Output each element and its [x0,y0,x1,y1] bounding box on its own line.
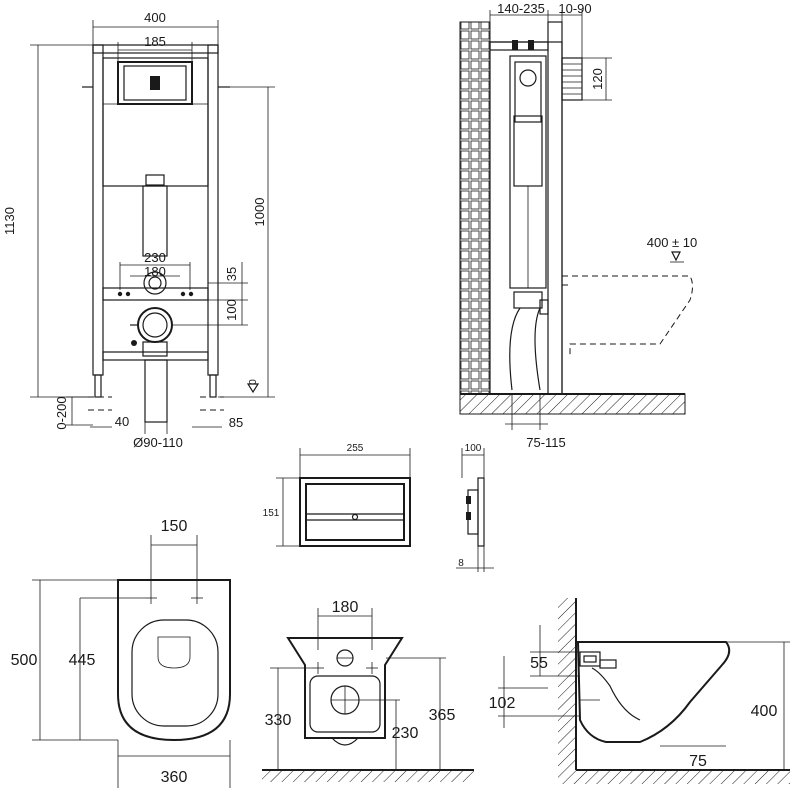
flush-plate-depth-label: 100 [465,443,482,454]
frame-front-bolt-inner-label: 180 [144,264,166,279]
frame-side-drain-offset-label: 75-115 [526,435,566,450]
bowl-front-bolt-spacing-label: 180 [332,599,359,616]
bowl-side-offset-75-label: 75 [689,753,707,770]
frame-front-floor-mark-label: 0 [248,379,259,385]
frame-front-width-label: 400 [144,10,166,25]
flush-plate-side-view: 100 8 [456,443,494,572]
flush-plate-front-view: 255 151 [263,443,411,547]
frame-side-height-120-label: 120 [590,68,605,90]
frame-side-view: 140-235 10-90 120 400 ± 10 75-115 [459,1,698,450]
bowl-top-width-label: 360 [161,769,188,786]
flush-plate-width-label: 255 [347,443,364,454]
frame-front-height-cistern-label: 1000 [252,198,267,227]
bowl-front-height-330-label: 330 [265,712,292,729]
bowl-front-height-365-label: 365 [429,707,456,724]
bowl-top-length-label: 500 [11,652,38,669]
frame-front-bolt-spacing-label: 230 [144,250,166,265]
frame-front-offset-100-label: 100 [224,299,239,321]
frame-front-foot-85-label: 85 [229,415,243,430]
bowl-top-bolt-spacing-label: 150 [161,518,188,535]
frame-front-height-total-label: 1130 [2,207,17,235]
bowl-front-view: 180 330 230 365 [262,599,474,782]
bowl-front-height-230-label: 230 [392,725,419,742]
frame-side-seat-height-label: 400 ± 10 [647,235,698,250]
flush-plate-height-label: 151 [263,508,280,519]
frame-side-offset-label: 10-90 [558,1,591,16]
frame-front-foot-40-label: 40 [115,414,129,429]
bowl-side-height-400-label: 400 [751,703,778,720]
frame-front-view: 400 185 1130 1000 230 180 35 100 0 [2,10,275,450]
frame-front-leg-range-label: 0-200 [54,396,69,429]
frame-front-flush-width-label: 185 [144,34,166,49]
bowl-side-offset-55-label: 55 [530,655,548,672]
flush-plate-thickness-label: 8 [458,558,464,569]
bowl-top-inner-length-label: 445 [69,652,96,669]
frame-front-drain-diameter-label: Ø90-110 [133,435,183,450]
frame-side-depth-label: 140-235 [497,1,545,16]
bowl-side-offset-102-label: 102 [489,695,516,712]
bowl-top-view: 150 500 445 360 [11,518,231,788]
frame-front-offset-35-label: 35 [224,267,239,281]
bowl-side-view: 55 102 400 75 [489,598,790,784]
